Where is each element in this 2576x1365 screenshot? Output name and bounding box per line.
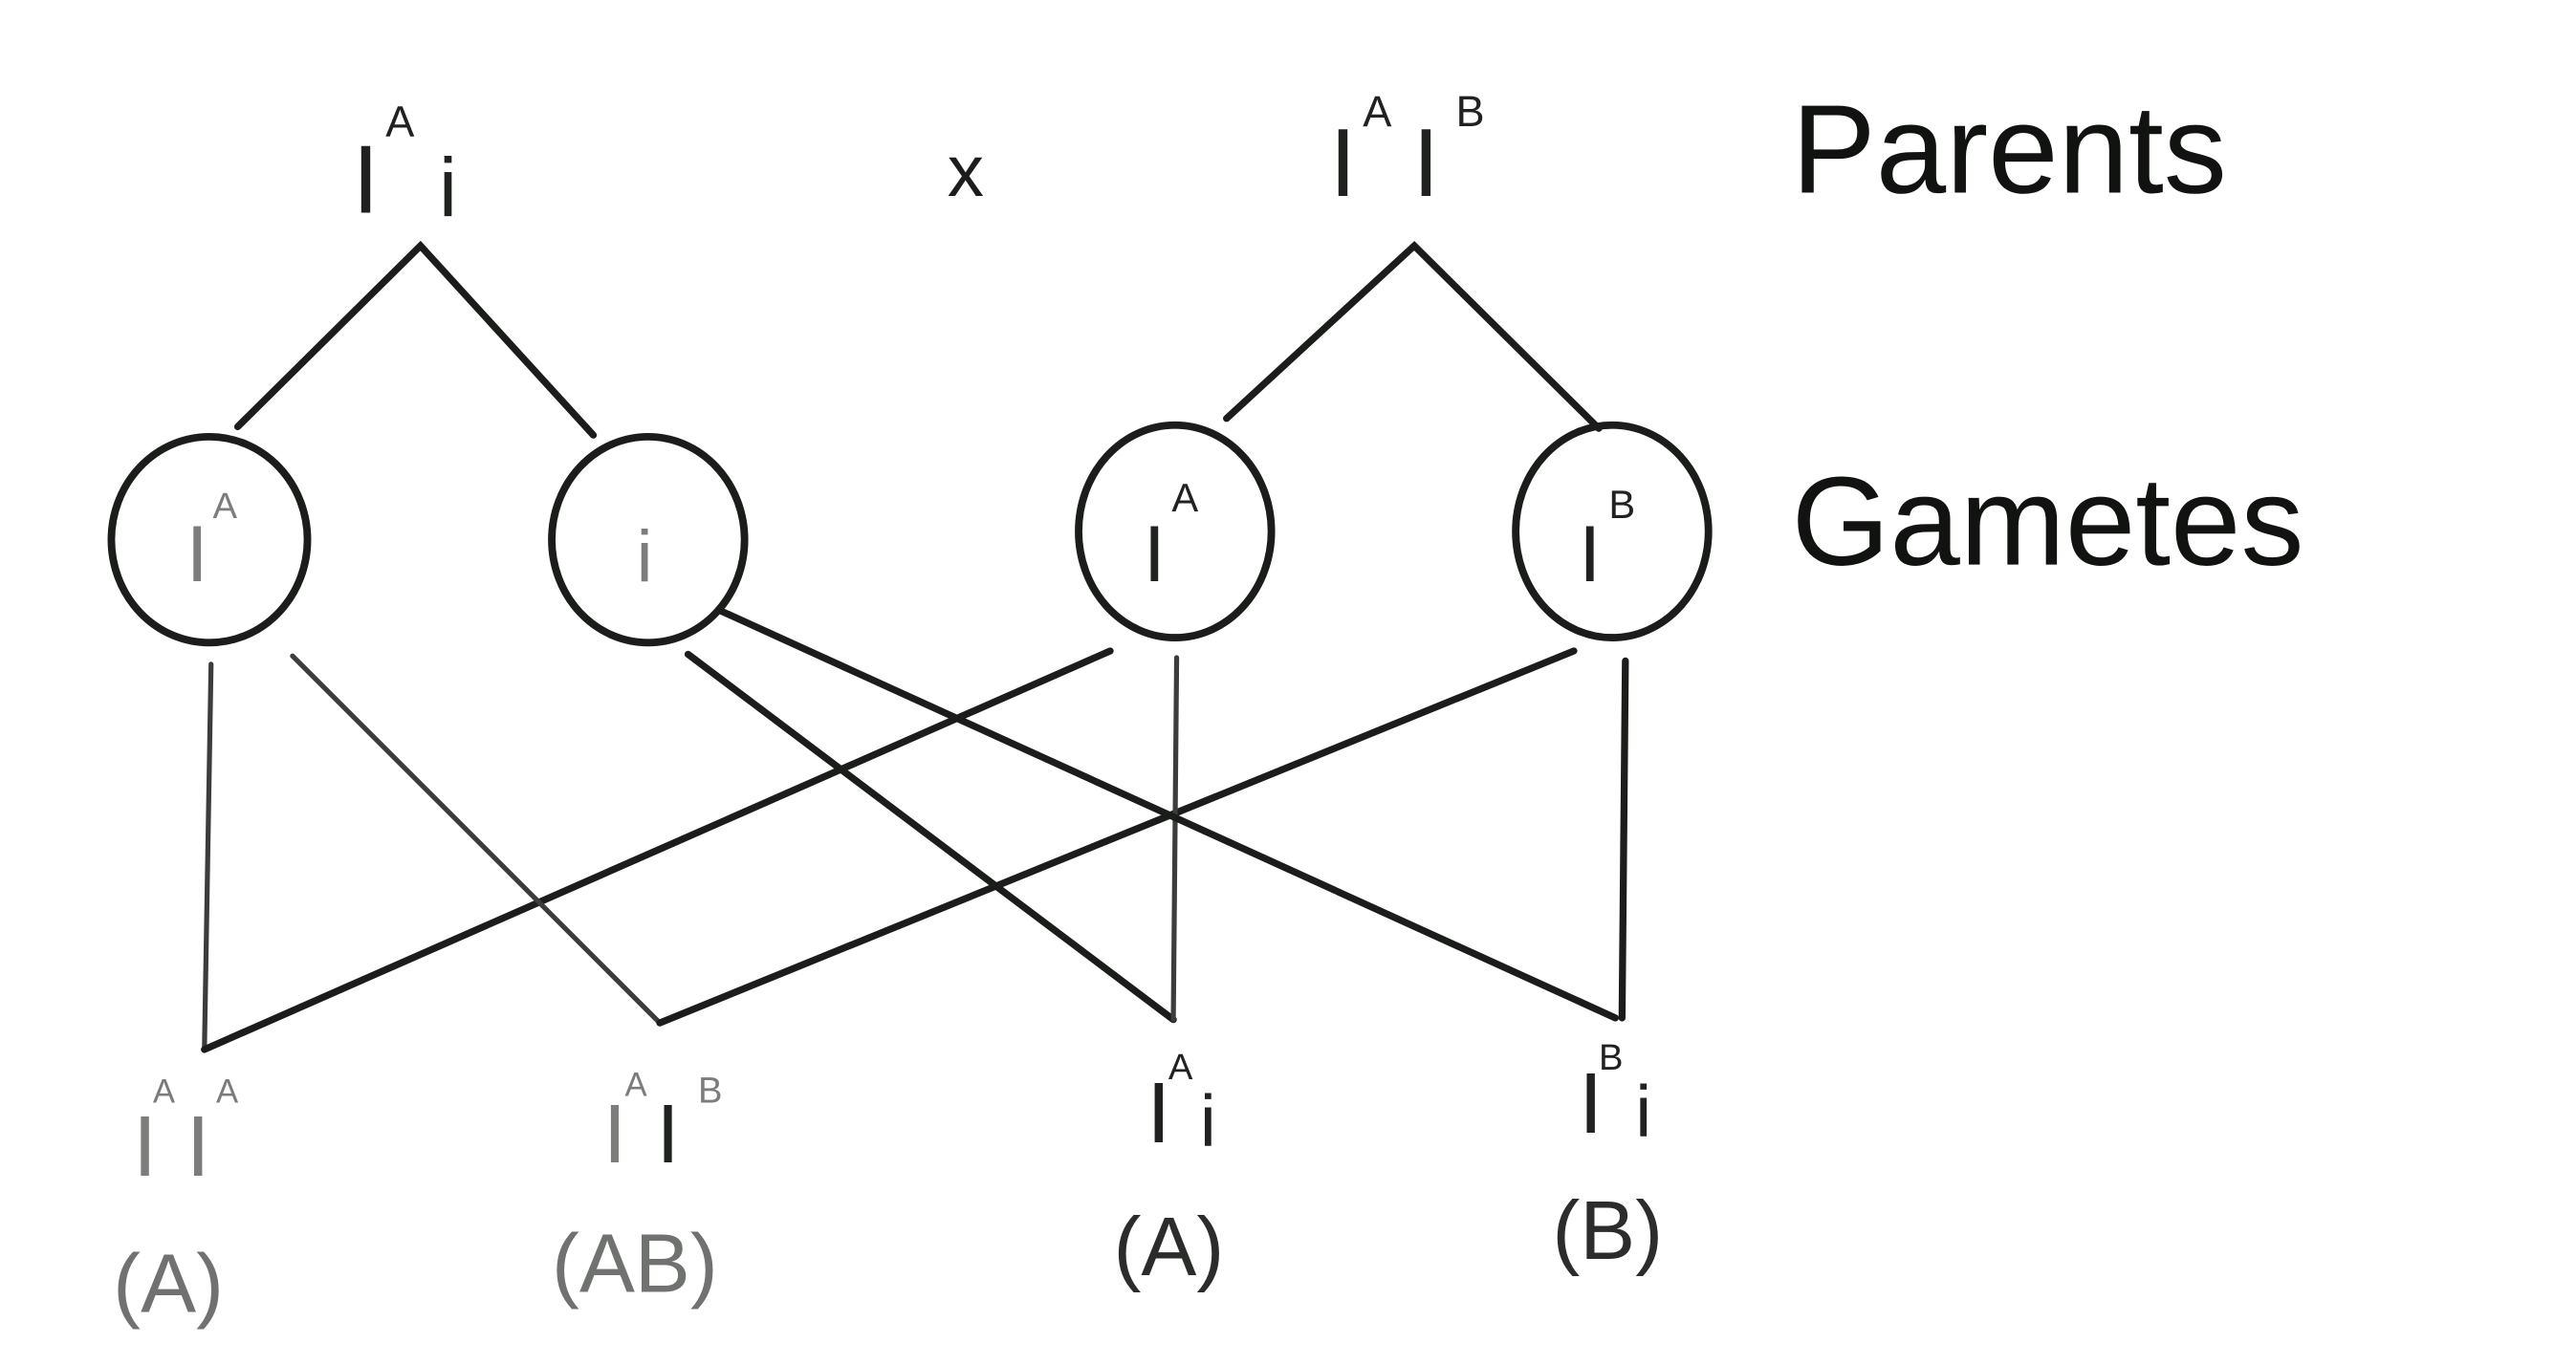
gamete-2: i (548, 432, 749, 647)
parent-1-branches (233, 240, 598, 439)
line-g3-o3 (1170, 655, 1180, 1023)
gamete-circle (107, 432, 312, 647)
line-g4-o4 (1618, 657, 1629, 1022)
offspring-3: I A i (A) (1114, 1047, 1225, 1293)
cross-symbol: x (948, 131, 984, 212)
parents-row-label: Parents (1792, 78, 2227, 220)
gamete-3-allele: I (1144, 509, 1166, 598)
parent-2-allele-1-sup: A (1363, 87, 1392, 136)
line-g4-o2 (656, 647, 1578, 1027)
parent-1-allele-2: i (439, 141, 457, 234)
offspring-2: I A I B (AB) (552, 1068, 722, 1311)
parent-1-genotype: I A i (352, 97, 457, 233)
offspring-3-sup-1: A (1168, 1047, 1193, 1088)
offspring-2-sup-2: B (698, 1071, 723, 1112)
line-g1-o2 (290, 653, 663, 1026)
offspring-1: I A I A (A) (113, 1074, 239, 1331)
parent-2-genotype: I A I B (1329, 87, 1484, 217)
offspring-2-sup-1: A (625, 1068, 648, 1104)
offspring-4-phenotype: (B) (1552, 1184, 1663, 1277)
gamete-4: I B (1512, 421, 1713, 642)
gamete-circle (1075, 421, 1276, 642)
gamete-4-sup: B (1608, 482, 1635, 527)
offspring-4-sup-1: B (1599, 1037, 1624, 1078)
offspring-1-allele-1: I (133, 1098, 157, 1195)
offspring-2-allele-1: I (603, 1088, 626, 1181)
offspring-3-phenotype: (A) (1114, 1201, 1225, 1293)
line-g1-o1 (202, 661, 214, 1052)
line-g2-o4 (717, 607, 1620, 1022)
gametes-row-label: Gametes (1792, 450, 2304, 592)
line-g3-o1 (201, 647, 1114, 1053)
fertilization-lines (201, 607, 1629, 1053)
offspring-4-allele-1: I (1579, 1055, 1603, 1152)
parent-2-allele-1: I (1329, 110, 1356, 217)
line-g2-o3 (684, 650, 1177, 1024)
gamete-circle (548, 432, 749, 647)
parent-2-allele-2-sup: B (1456, 87, 1485, 136)
offspring-3-allele-1: I (1146, 1065, 1170, 1161)
offspring-1-allele-2: I (186, 1098, 210, 1195)
gamete-1: I A (107, 432, 312, 647)
parent-1-allele-1-sup: A (385, 97, 415, 145)
gamete-3: I A (1075, 421, 1276, 642)
gamete-3-sup: A (1171, 475, 1198, 520)
parent-2-allele-2: I (1412, 110, 1439, 217)
offspring-3-allele-2: i (1200, 1081, 1216, 1162)
offspring-4: I B i (B) (1552, 1037, 1663, 1277)
gamete-circle (1512, 421, 1713, 642)
offspring-2-phenotype: (AB) (552, 1218, 718, 1311)
offspring-1-phenotype: (A) (113, 1237, 224, 1330)
offspring-4-allele-2: i (1635, 1071, 1651, 1152)
gamete-2-allele: i (637, 516, 653, 597)
offspring-1-sup-1: A (153, 1074, 176, 1111)
parent-2-branches (1223, 241, 1603, 432)
gamete-4-allele: I (1579, 509, 1601, 598)
gamete-1-sup: A (212, 486, 237, 527)
offspring-2-allele-2: I (657, 1088, 680, 1181)
offspring-1-sup-2: A (216, 1074, 239, 1111)
gamete-1-allele: I (186, 509, 208, 598)
parent-1-allele-1: I (352, 126, 379, 233)
